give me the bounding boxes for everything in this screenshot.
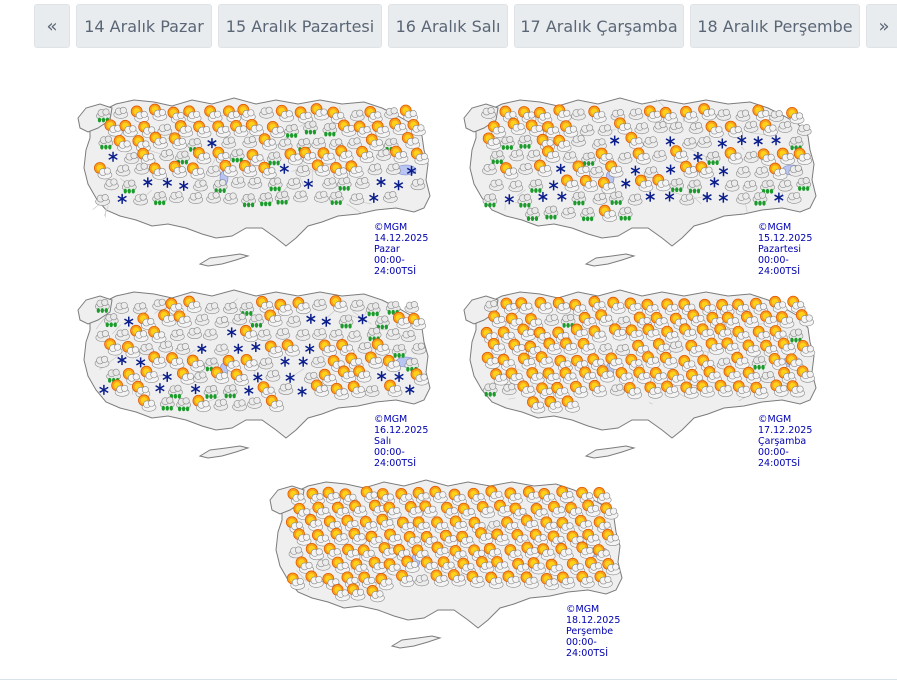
map-copyright: ©MGM	[566, 604, 600, 615]
map-date: 18.12.2025	[566, 615, 621, 626]
forecast-map-14[interactable]: ©MGM 14.12.2025 Pazar 00:00-24:00TSİ	[76, 88, 436, 277]
map-period: 00:00-24:00TSİ	[758, 255, 801, 277]
map-period: 00:00-24:00TSİ	[374, 255, 417, 277]
map-copyright: ©MGM	[374, 222, 408, 233]
turkey-map-image	[76, 88, 436, 270]
map-day: Pazar	[374, 244, 400, 255]
map-day: Salı	[374, 436, 392, 447]
tab-17-aralik[interactable]: 17 Aralık Çarşamba	[514, 4, 684, 48]
tab-16-aralik[interactable]: 16 Aralık Salı	[388, 4, 508, 48]
map-caption: ©MGM 18.12.2025 Perşembe 00:00-24:00TSİ	[566, 604, 628, 659]
tab-14-aralik[interactable]: 14 Aralık Pazar	[76, 4, 212, 48]
map-date: 17.12.2025	[758, 425, 813, 436]
forecast-map-18[interactable]: ©MGM 18.12.2025 Perşembe 00:00-24:00TSİ	[268, 470, 628, 659]
page-divider	[0, 679, 897, 680]
map-period: 00:00-24:00TSİ	[758, 447, 801, 469]
map-date: 16.12.2025	[374, 425, 429, 436]
map-copyright: ©MGM	[374, 414, 408, 425]
forecast-map-15[interactable]: ©MGM 15.12.2025 Pazartesi 00:00-24:00TSİ	[462, 88, 822, 277]
map-date: 14.12.2025	[374, 233, 429, 244]
map-caption: ©MGM 17.12.2025 Çarşamba 00:00-24:00TSİ	[758, 414, 822, 469]
next-arrow-button[interactable]: »	[866, 4, 897, 48]
turkey-map-image	[462, 280, 822, 462]
tab-18-aralik[interactable]: 18 Aralık Perşembe	[690, 4, 860, 48]
map-period: 00:00-24:00TSİ	[374, 447, 417, 469]
turkey-map-image	[268, 470, 628, 652]
forecast-map-16[interactable]: ©MGM 16.12.2025 Salı 00:00-24:00TSİ	[76, 280, 436, 469]
map-caption: ©MGM 15.12.2025 Pazartesi 00:00-24:00TSİ	[758, 222, 822, 277]
turkey-map-image	[462, 88, 822, 270]
map-copyright: ©MGM	[758, 222, 792, 233]
map-day: Çarşamba	[758, 436, 807, 447]
prev-arrow-button[interactable]: «	[34, 4, 70, 48]
forecast-map-17[interactable]: ©MGM 17.12.2025 Çarşamba 00:00-24:00TSİ	[462, 280, 822, 469]
map-caption: ©MGM 16.12.2025 Salı 00:00-24:00TSİ	[374, 414, 436, 469]
map-copyright: ©MGM	[758, 414, 792, 425]
turkey-map-image	[76, 280, 436, 462]
map-day: Pazartesi	[758, 244, 801, 255]
map-day: Perşembe	[566, 626, 614, 637]
day-tab-bar: « 14 Aralık Pazar 15 Aralık Pazartesi 16…	[34, 4, 897, 48]
map-period: 00:00-24:00TSİ	[566, 637, 609, 659]
tab-15-aralik[interactable]: 15 Aralık Pazartesi	[218, 4, 382, 48]
map-date: 15.12.2025	[758, 233, 813, 244]
map-caption: ©MGM 14.12.2025 Pazar 00:00-24:00TSİ	[374, 222, 436, 277]
